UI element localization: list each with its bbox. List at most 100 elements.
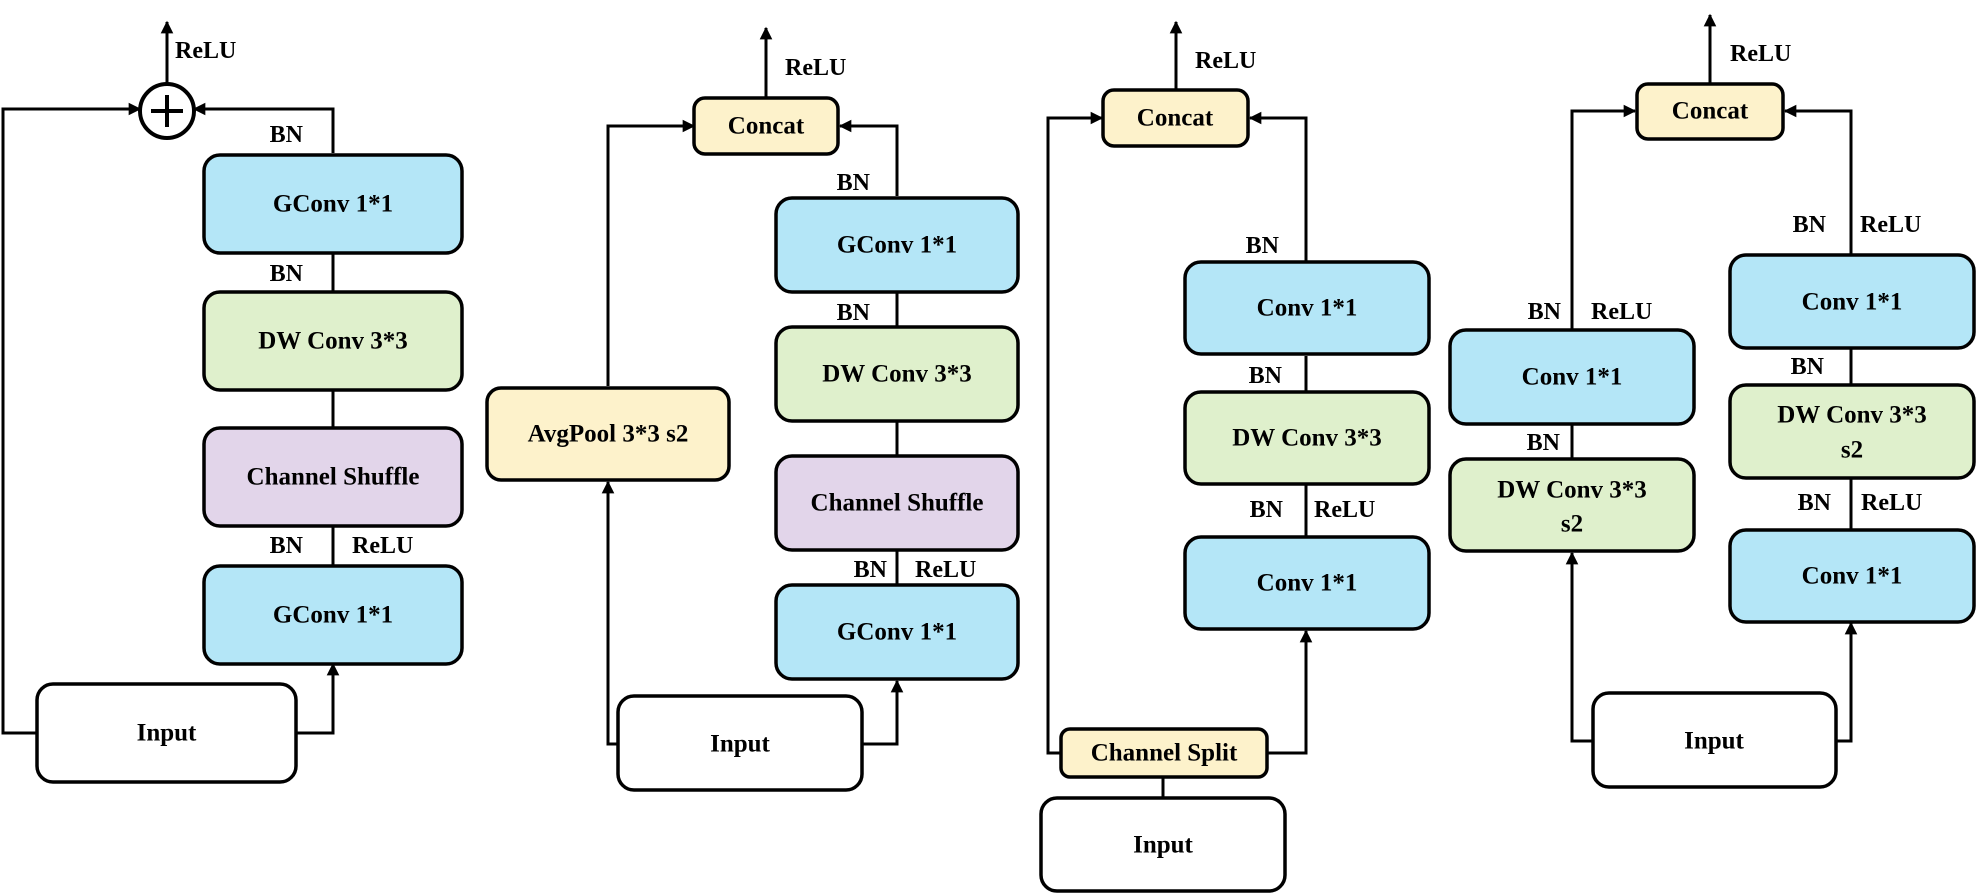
unit-b-shuffle-box (774, 454, 1020, 552)
unit-d-right-to-concat (1783, 104, 1853, 255)
unit-b-shuffle-node: Channel Shuffle (774, 454, 1020, 552)
unit-d-bn-label: BN (1793, 212, 1827, 238)
unit-c: Input Channel Split Conv 1*1 DW Conv 3*3… (1039, 20, 1431, 893)
unit-d-right-conv-bottom-box (1728, 528, 1976, 624)
unit-b-bn-label: BN (837, 300, 871, 326)
unit-d-right-dwconv-label: DW Conv 3*3 (1777, 402, 1927, 429)
unit-a-dwconv-node: DW Conv 3*3 (202, 290, 464, 392)
unit-b-pool-node: AvgPool 3*3 s2 (485, 386, 731, 482)
unit-a: Input GConv 1*1 Channel Shuffle DW Conv … (1, 20, 464, 784)
unit-c-conv-top-label: Conv 1*1 (1257, 295, 1358, 322)
unit-d-relu-label: ReLU (1861, 490, 1922, 516)
unit-c-concat-box (1101, 88, 1250, 148)
unit-a-bn-label: BN (270, 122, 304, 148)
unit-c-split-label: Channel Split (1091, 740, 1238, 767)
unit-a-bn-label: BN (270, 533, 304, 559)
unit-d-right-conv-top-label: Conv 1*1 (1802, 289, 1903, 316)
unit-a-input-to-gconv (296, 662, 340, 735)
unit-a-shuffle-node: Channel Shuffle (202, 426, 464, 528)
unit-d-left-conv-box (1448, 328, 1696, 426)
unit-a-gconv-bottom-node: GConv 1*1 (202, 564, 464, 666)
unit-d-left-conv-label: Conv 1*1 (1522, 364, 1623, 391)
unit-b-concat-label: Concat (728, 113, 805, 140)
unit-d-left-conv-node: Conv 1*1 (1448, 328, 1696, 426)
unit-d-left-dwconv-label: DW Conv 3*3 (1497, 477, 1647, 504)
unit-c-conv-top-box (1183, 260, 1431, 356)
unit-c-dwconv-node: DW Conv 3*3 (1183, 390, 1431, 486)
unit-b-gconv-top-node: GConv 1*1 (774, 196, 1020, 294)
unit-a-gconv-top-node: GConv 1*1 (202, 153, 464, 255)
unit-d-relu-label: ReLU (1591, 299, 1652, 325)
unit-a-shuffle-label: Channel Shuffle (247, 464, 420, 491)
unit-b-input-label: Input (710, 731, 770, 758)
unit-d-concat-box (1635, 82, 1785, 141)
unit-a-input-label: Input (137, 720, 197, 747)
unit-d-left-dwconv-stride-label: s2 (1561, 511, 1583, 538)
unit-d-right-conv-bottom-node: Conv 1*1 (1728, 528, 1976, 624)
unit-b-input-node: Input (616, 694, 864, 792)
unit-b-dwconv-label: DW Conv 3*3 (822, 361, 972, 388)
unit-d-bn-label: BN (1528, 299, 1562, 325)
unit-a-gconv-top-label: GConv 1*1 (273, 191, 393, 218)
unit-c-relu-label: ReLU (1195, 48, 1256, 74)
unit-b: Input AvgPool 3*3 s2 GConv 1*1 Channel S… (485, 26, 1020, 792)
unit-a-dwconv-label: DW Conv 3*3 (258, 328, 408, 355)
unit-c-bn-label: BN (1250, 497, 1284, 523)
unit-a-gconv-to-add (192, 102, 335, 153)
unit-a-shuffle-box (202, 426, 464, 528)
unit-d-input-to-right (1836, 621, 1858, 743)
unit-d-input-label: Input (1684, 728, 1744, 755)
unit-a-shortcut (1, 102, 142, 735)
unit-b-gconv-bottom-box (774, 583, 1020, 681)
unit-b-shuffle-label: Channel Shuffle (811, 490, 984, 517)
unit-c-input-label: Input (1133, 832, 1193, 859)
unit-c-conv-to-concat (1248, 111, 1308, 262)
unit-c-conv-bottom-label: Conv 1*1 (1257, 570, 1358, 597)
unit-d-relu-label: ReLU (1730, 41, 1791, 67)
unit-d-concat-label: Concat (1672, 98, 1749, 125)
unit-d: Input DW Conv 3*3 s2 Conv 1*1 Conv 1*1 D… (1448, 13, 1976, 789)
unit-c-input-box (1039, 796, 1287, 893)
unit-b-pool-box (485, 386, 731, 482)
unit-b-input-box (616, 694, 864, 792)
unit-d-right-conv-bottom-label: Conv 1*1 (1802, 563, 1903, 590)
unit-d-right-dwconv-box (1728, 383, 1976, 480)
unit-b-gconv-bottom-node: GConv 1*1 (774, 583, 1020, 681)
unit-b-concat-box (692, 96, 840, 156)
unit-a-bn-label: BN (270, 261, 304, 287)
unit-a-input-box (35, 682, 298, 784)
unit-b-gconv-to-concat (838, 119, 899, 196)
unit-b-pool-label: AvgPool 3*3 s2 (528, 421, 689, 448)
add-icon (138, 82, 196, 140)
unit-b-relu-label: ReLU (785, 55, 846, 81)
unit-c-relu-label: ReLU (1314, 497, 1375, 523)
unit-c-bn-label: BN (1246, 233, 1280, 259)
unit-d-left-dwconv-node: DW Conv 3*3 s2 (1448, 457, 1696, 553)
unit-b-input-to-pool (601, 480, 618, 746)
unit-d-left-dwconv-box (1448, 457, 1696, 553)
unit-c-bn-label: BN (1249, 363, 1283, 389)
unit-a-gconv-top-box (202, 153, 464, 255)
unit-d-bn-label: BN (1527, 430, 1561, 456)
unit-d-bn-label: BN (1798, 490, 1832, 516)
unit-c-input-node: Input (1039, 796, 1287, 893)
unit-b-dwconv-box (774, 325, 1020, 423)
unit-d-left-to-concat (1570, 104, 1637, 330)
unit-a-relu-label: ReLU (175, 38, 236, 64)
unit-c-conv-bottom-box (1183, 535, 1431, 631)
unit-b-gconv-top-label: GConv 1*1 (837, 232, 957, 259)
unit-d-right-dwconv-node: DW Conv 3*3 s2 (1728, 383, 1976, 480)
unit-a-relu-label: ReLU (352, 533, 413, 559)
unit-b-gconv-bottom-label: GConv 1*1 (837, 619, 957, 646)
unit-c-concat-label: Concat (1137, 105, 1214, 132)
unit-d-relu-label: ReLU (1860, 212, 1921, 238)
unit-c-split-node: Channel Split (1059, 727, 1269, 779)
unit-c-split-to-conv (1267, 629, 1313, 755)
unit-b-pool-to-concat (606, 119, 696, 386)
unit-d-input-node: Input (1591, 691, 1838, 789)
unit-a-gconv-bottom-label: GConv 1*1 (273, 602, 393, 629)
unit-b-concat-node: Concat (692, 96, 840, 156)
unit-c-dwconv-box (1183, 390, 1431, 486)
unit-d-right-conv-top-box (1728, 253, 1976, 350)
unit-c-shortcut (1046, 111, 1104, 755)
